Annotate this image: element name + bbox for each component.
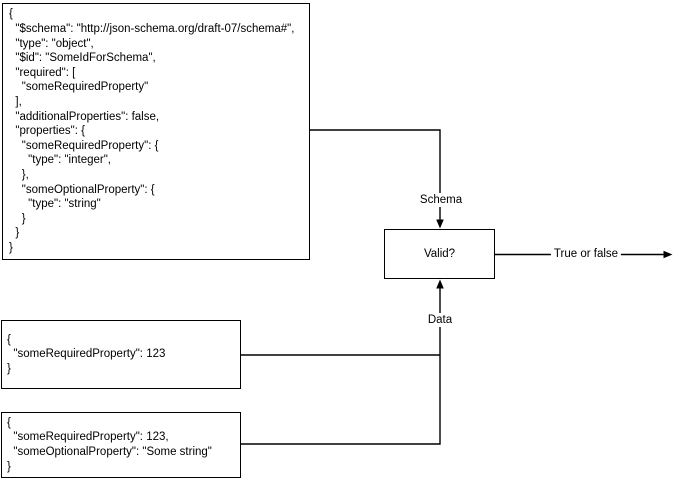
data-json-node-2: { "someRequiredProperty": 123, "someOpti… — [1, 412, 241, 478]
arrowhead-right-icon — [663, 250, 673, 259]
data-json-node-1: { "someRequiredProperty": 123 } — [1, 320, 241, 389]
arrowhead-up-icon — [436, 279, 444, 289]
data-edge-label: Data — [424, 313, 456, 327]
data-json-text-1: { "someRequiredProperty": 123 } — [7, 333, 166, 375]
schema-json-text: { "$schema": "http://json-schema.org/dra… — [9, 8, 295, 254]
valid-label: Valid? — [423, 248, 456, 260]
output-edge-label: True or false — [550, 247, 622, 261]
valid-decision-node: Valid? — [384, 229, 495, 279]
schema-json-node: { "$schema": "http://json-schema.org/dra… — [2, 3, 310, 260]
arrowhead-down-icon — [436, 219, 444, 229]
data-json-text-2: { "someRequiredProperty": 123, "someOpti… — [7, 416, 212, 473]
data2-connector-line — [241, 288, 441, 445]
schema-edge-label: Schema — [416, 193, 466, 207]
